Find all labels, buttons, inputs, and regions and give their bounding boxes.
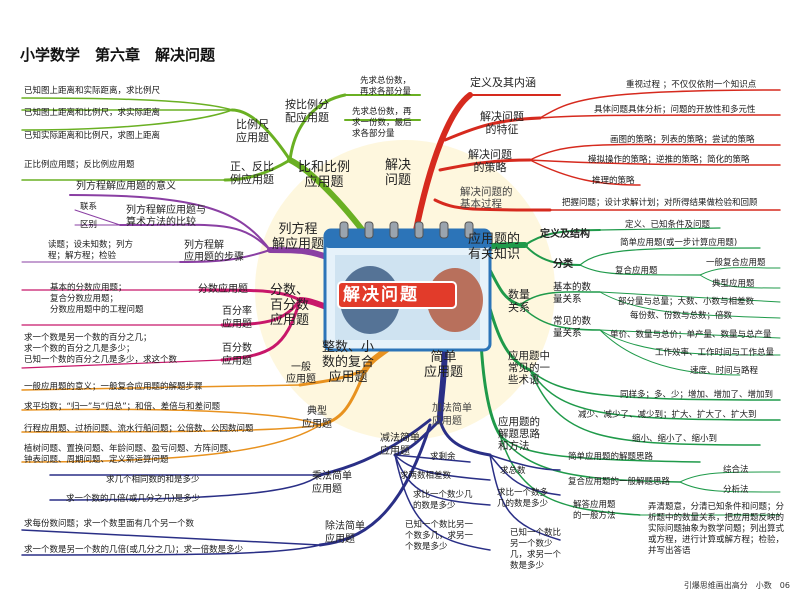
ratio-scale: 比例尺 应用题 — [236, 118, 269, 144]
app-compound: 复合应用题 — [615, 266, 658, 276]
center-title: 解决问题 — [343, 285, 419, 305]
equation-compare-item-2: 区别 — [80, 220, 98, 230]
center-card — [323, 221, 492, 352]
fraction-frac-items: 基本的分数应用题； 复合分数应用题； 分数应用题中的工程问题 — [50, 283, 144, 315]
simple-add-item-2: 求比一个数多几的数是多少 — [497, 488, 549, 509]
app-terms-item-3: 缩小、缩小了、缩小到 — [632, 434, 718, 444]
app-def-item: 定义、已知条件及问题 — [625, 220, 711, 230]
ratio-alloc: 按比例分 配应用题 — [285, 98, 329, 124]
equation-compare: 列方程解应用题与 算术方法的比较 — [126, 205, 206, 228]
app-compound-item-2: 典型应用题 — [712, 279, 755, 289]
page-title: 小学数学 第六章 解决问题 — [20, 46, 216, 64]
ratio-pos: 正、反比 例应用题 — [230, 160, 274, 186]
solve-process: 解决问题的 基本过程 — [460, 186, 513, 210]
solve-process-item: 把握问题；设计求解计划；对所得结果做检验和回顾 — [562, 198, 758, 208]
app-classify: 分类 — [553, 259, 573, 270]
compound-typical-item-1: 求平均数；“归一”与“归总”；和倍、差倍与和差问题 — [24, 402, 221, 412]
app-basic-item-1: 部分量与总量；大数、小数与相差数 — [618, 297, 755, 307]
app-approach: 应用题的 解题思路 和方法 — [498, 416, 540, 452]
fraction-main: 分数、 百分数 应用题 — [270, 283, 310, 328]
app-common-item-1: 单价、数量与总价；单产量、数量与总产量 — [610, 330, 772, 340]
simple-sub-item-2: 求两数相差数 — [400, 471, 452, 481]
simple-add-item-1: 求总数 — [500, 466, 526, 476]
app-compound-approach: 复合应用题的一般解题思路 — [568, 477, 671, 487]
compound-general-item: 一般应用题的意义；一般复合应用题的解题步骤 — [24, 382, 203, 392]
app-compound-method-1: 综合法 — [723, 465, 749, 475]
simple-main: 简单 应用题 — [424, 350, 464, 380]
ratio-alloc-item-2: 先求总份数，再 求一份数，最后 求各部分量 — [352, 107, 412, 139]
branch-solve-lines — [412, 89, 781, 238]
app-terms-item-1: 同样多；多、少；增加、增加了、增加到 — [620, 390, 774, 400]
branch-compound-lines — [21, 337, 403, 463]
branch-ratio-lines — [21, 93, 421, 243]
app-main: 应用题的 有关知识 — [468, 232, 521, 262]
app-simple-approach: 简单应用题的解题思路 — [568, 452, 654, 462]
app-compound-method-2: 分析法 — [723, 485, 749, 495]
simple-sub-item-4: 已知一个数比另一个数多几，求另一个数是多少 — [405, 520, 474, 552]
solve-strategy: 解决问题 的策略 — [468, 148, 512, 174]
ratio-alloc-item-1: 先求总份数， 再求各部分量 — [360, 76, 412, 97]
app-basic-item-2: 每份数、份数与总数；倍数 — [630, 311, 733, 321]
ratio-main: 比和比例 应用题 — [298, 160, 351, 190]
simple-mul-item-1: 求几个相同数的和是多少 — [106, 475, 200, 485]
solve-def: 定义及其内涵 — [470, 76, 536, 89]
compound-typical-item-3: 植树问题、置换问题、年龄问题、盈亏问题、方阵问题、钟表问题、周期问题、定义新运算… — [24, 444, 237, 465]
app-compound-item-1: 一般复合应用题 — [706, 258, 766, 268]
app-common: 常见的数 量关系 — [553, 316, 592, 339]
simple-sub-item-3: 求比一个数少几的数是多少 — [413, 490, 473, 511]
solve-feature-item-2: 具体问题具体分析；问题的开放性和多元性 — [594, 105, 756, 115]
compound-general: 一般 应用题 — [286, 362, 316, 385]
compound-typical-item-2: 行程应用题、过桥问题、流水行船问题；公倍数、公因数问题 — [24, 424, 254, 434]
app-terms: 应用题中 常见的一 些术语 — [508, 350, 550, 386]
fraction-pctnum: 百分数 应用题 — [222, 343, 252, 367]
solve-strategy-item-3: 推理的策略 — [592, 176, 635, 186]
solve-feature: 解决问题 的特征 — [480, 110, 524, 136]
solve-strategy-item-2: 模拟操作的策略；逆推的策略；简化的策略 — [588, 155, 750, 165]
app-steps-text: 弄清题意，分清已知条件和问题；分析题中的数量关系，把应用题反映的实际问题抽象为数… — [648, 502, 785, 556]
app-steps: 解答应用题 的一般方法 — [573, 500, 616, 521]
solve-strategy-item-1: 画图的策略；列表的策略；尝试的策略 — [610, 135, 755, 145]
equation-steps-items: 读题；设未知数；列方 程；解方程；检验 — [48, 240, 134, 261]
simple-add: 加法简单 应用题 — [432, 403, 472, 427]
simple-div: 除法简单 应用题 — [325, 521, 365, 545]
equation-main: 列方程 解应用题 — [272, 222, 325, 252]
app-common-item-2: 工作效率、工作时间与工作总量 — [655, 348, 775, 358]
compound-typical: 典型 应用题 — [302, 406, 332, 430]
simple-sub-item-1: 求剩余 — [430, 452, 456, 462]
app-simple: 简单应用题(或一步计算应用题) — [620, 238, 738, 248]
app-def: 定义及结构 — [540, 229, 590, 240]
fraction-frac: 分数应用题 — [198, 284, 248, 295]
solve-main: 解决 问题 — [385, 158, 412, 188]
branch-simple-lines — [21, 337, 561, 556]
app-relation: 数量 关系 — [508, 288, 530, 314]
page-footer: 引爆思维画出高分 小数 06 — [683, 581, 790, 590]
ratio-pos-item: 正比例应用题；反比例应用题 — [24, 160, 135, 170]
ratio-scale-item-2: 已知图上距离和比例尺，求实际距离 — [24, 108, 161, 118]
simple-mul: 乘法简单 应用题 — [312, 471, 352, 495]
app-common-item-3: 速度、时间与路程 — [690, 366, 759, 376]
compound-main: 整数、小 数的复合 应用题 — [322, 340, 375, 385]
simple-div-item-1: 求每份数问题；求一个数里面有几个另一个数 — [24, 519, 195, 529]
ratio-scale-item-3: 已知实际距离和比例尺，求图上距离 — [24, 131, 161, 141]
simple-mul-item-2: 求一个数的几倍(或几分之几)是多少 — [66, 494, 201, 504]
simple-div-item-2: 求一个数是另一个数的几倍(或几分之几)；求一倍数是多少 — [24, 545, 244, 555]
simple-add-item-3: 已知一个数比另一个数少几，求另一个数是多少 — [510, 528, 562, 571]
app-terms-item-2: 减少、减少了、减少到；扩大、扩大了、扩大到 — [578, 410, 757, 420]
equation-steps: 列方程解 应用题的步骤 — [184, 240, 244, 263]
simple-sub: 减法简单 应用题 — [380, 433, 420, 457]
app-basic: 基本的数 量关系 — [553, 282, 592, 305]
fraction-pct-items: 求一个数是另一个数的百分之几； 求一个数的百分之几是多少； 已知一个数的百分之几… — [24, 333, 178, 365]
equation-compare-item-1: 联系 — [80, 202, 98, 212]
ratio-scale-item-1: 已知图上距离和实际距离，求比例尺 — [24, 86, 161, 96]
equation-meaning: 列方程解应用题的意义 — [76, 181, 176, 192]
fraction-pct: 百分率 应用题 — [222, 306, 252, 330]
solve-feature-item-1: 重视过程 ；不仅仅依附一个知识点 — [626, 80, 757, 90]
branch-fraction-lines — [21, 288, 338, 369]
